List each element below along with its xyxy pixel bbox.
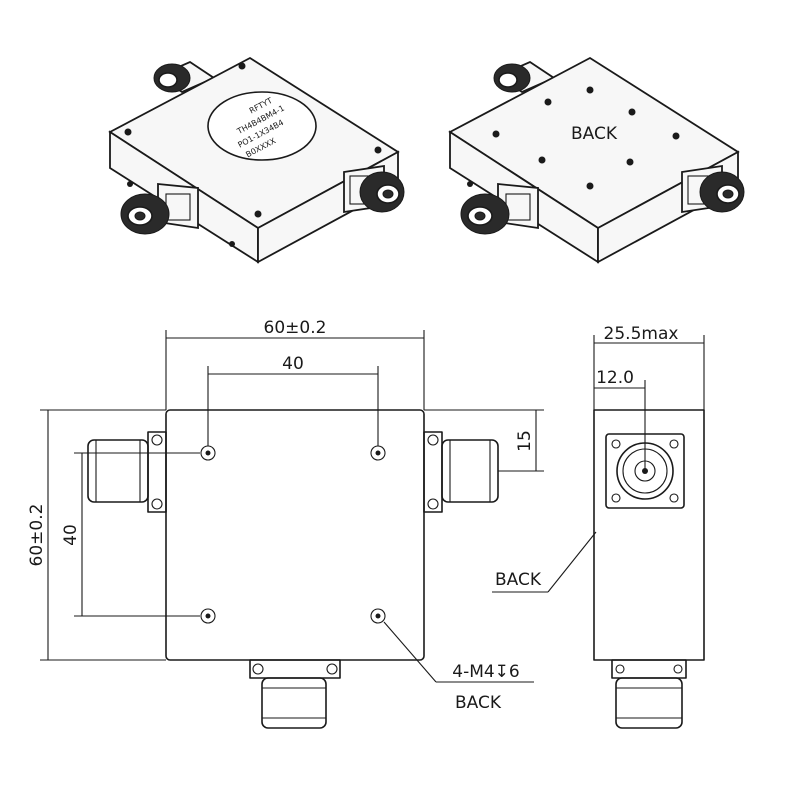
side-callout-back-text: BACK [495, 570, 542, 590]
iso-back-view: BACK [448, 56, 745, 264]
iso-back-hole [586, 86, 594, 94]
iso-front-side-hole [229, 241, 235, 247]
dim-overall-height-text: 60±0.2 [27, 504, 47, 567]
front-mount-hole [200, 445, 216, 461]
callout-back-text: BACK [455, 693, 502, 713]
iso-back-hole [492, 130, 500, 138]
iso-back-label: BACK [571, 124, 618, 144]
iso-front-connector-right [343, 164, 405, 214]
side-callout-back: BACK [492, 531, 597, 593]
side-view-body [593, 409, 705, 661]
dim-overall-height: 60±0.2 [27, 409, 166, 661]
side-bottom-connector [611, 659, 687, 729]
iso-back-hole [544, 98, 552, 106]
iso-front-logo: RFTYT TH4B4BM4-1 PO1-1X34B4 B0XXXX [207, 91, 317, 161]
front-mount-hole [370, 608, 386, 624]
callout-holes: 4-M4↧6 BACK [383, 621, 534, 713]
callout-holes-text: 4-M4↧6 [452, 662, 520, 682]
iso-back-connector-left [460, 183, 539, 235]
dim-side-connector-offset: 12.0 [594, 368, 646, 470]
dim-connector-offset: 15 [424, 409, 544, 472]
front-view: 60±0.2 40 15 60±0.2 40 [27, 318, 544, 729]
iso-front-corner-hole [124, 128, 132, 136]
front-left-connector [87, 431, 167, 513]
dim-hole-spacing-y: 40 [61, 452, 200, 617]
iso-front-corner-hole [374, 146, 382, 154]
iso-front-view: RFTYT TH4B4BM4-1 PO1-1X34B4 B0XXXX [108, 56, 405, 264]
side-view: 25.5max 12.0 BACK [492, 324, 705, 729]
dim-max-width-text: 25.5max [604, 324, 679, 344]
dim-hole-spacing-y-text: 40 [61, 524, 81, 546]
iso-front-connector-back [153, 60, 216, 94]
front-mount-hole [200, 608, 216, 624]
front-mount-hole [370, 445, 386, 461]
front-right-connector [423, 431, 499, 513]
iso-back-hole [586, 182, 594, 190]
dim-overall-width-text: 60±0.2 [264, 318, 327, 338]
iso-back-hole [672, 132, 680, 140]
dim-connector-offset-text: 15 [515, 430, 535, 452]
iso-front-connector-left [120, 183, 199, 235]
iso-back-connector-right [681, 164, 745, 214]
dim-overall-width: 60±0.2 [165, 318, 425, 410]
dim-side-connector-offset-text: 12.0 [596, 368, 634, 388]
iso-front-corner-hole [238, 62, 246, 70]
iso-back-hole [628, 108, 636, 116]
dim-hole-spacing-x-text: 40 [282, 354, 304, 374]
iso-front-corner-hole [254, 210, 262, 218]
dim-hole-spacing-x: 40 [207, 354, 379, 446]
front-bottom-connector [249, 659, 341, 729]
iso-front-side-hole [127, 181, 133, 187]
iso-back-hole [626, 158, 634, 166]
iso-back-side-hole [467, 181, 473, 187]
iso-back-hole [538, 156, 546, 164]
dim-max-width: 25.5max [593, 324, 705, 410]
